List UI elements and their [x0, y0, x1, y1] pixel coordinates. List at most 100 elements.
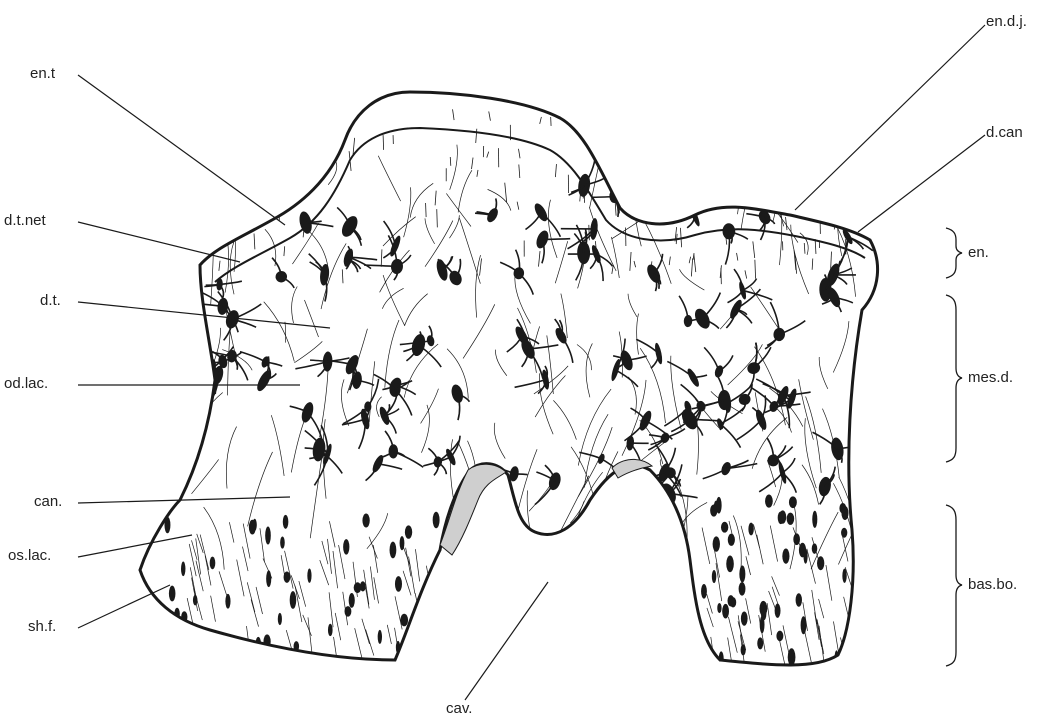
osteocyte-lacuna [716, 497, 722, 514]
enamel-tubule [688, 123, 690, 131]
dentine-tubule [475, 506, 497, 583]
leader-en-t [78, 75, 285, 225]
osteocyte-lacuna [728, 534, 735, 546]
dentine-tubule [836, 178, 857, 221]
enamel-tubule [219, 119, 221, 131]
brace-mes-d [946, 295, 962, 462]
enamel-tubule [311, 153, 312, 166]
osteocyte-lacuna [701, 584, 707, 599]
osteocyte-lacuna [290, 591, 297, 609]
brace-bas-bo [946, 505, 962, 666]
enamel-tubule [268, 95, 269, 110]
osteocyte-lacuna [433, 512, 440, 528]
label-d-t-net: d.t.net [4, 213, 46, 228]
osteocyte-lacuna [161, 635, 169, 648]
dentine-tubule [620, 513, 641, 534]
osteocyte-lacuna [787, 513, 795, 525]
cell-process [194, 357, 210, 370]
osteocyte-lacuna [210, 557, 216, 570]
enamel-tubule [810, 105, 811, 116]
osteocyte-lacuna [307, 568, 311, 582]
zone-label-en: en. [968, 245, 989, 260]
osteocyte-lacuna [265, 527, 271, 545]
enamel-tubule [790, 116, 792, 126]
osteocyte-lacuna [278, 613, 282, 625]
enamel-tubule [298, 132, 299, 144]
enamel-tubule [782, 124, 783, 142]
label-can: can. [34, 494, 62, 509]
osteocyte-lacuna [349, 593, 355, 608]
osteocyte-lacuna [782, 549, 789, 564]
osteocyte-lacuna [266, 570, 271, 587]
osteocyte-lacuna [776, 631, 783, 642]
osteocyte-lacuna [249, 520, 256, 535]
osteocyte-lacuna [778, 511, 784, 524]
enamel-tubule [450, 157, 451, 166]
osteocyte-lacuna [360, 581, 366, 591]
osteocyte-lacuna [225, 594, 230, 609]
enamel-tubule [649, 172, 650, 179]
osteocyte-lacuna [424, 601, 429, 615]
osteocyte-lacuna [757, 637, 763, 649]
enamel-tubule [246, 137, 248, 146]
enamel-tubule [287, 150, 289, 168]
osteocyte-lacuna [730, 597, 736, 607]
enamel-tubule [755, 171, 756, 189]
osteocyte-lacuna [788, 648, 796, 666]
enamel-tubule [302, 104, 303, 110]
dentine-tubule [610, 153, 618, 186]
osteocyte-lacuna [775, 604, 781, 618]
dentine-tubule [734, 140, 750, 184]
enamel-tubule [751, 139, 752, 150]
enamel-tubule [750, 179, 751, 196]
enamel-tubule [742, 126, 743, 133]
enamel-tubule [784, 103, 785, 120]
enamel-tubule [809, 177, 810, 195]
osteocyte-lacuna [439, 557, 443, 571]
label-d-t: d.t. [40, 293, 61, 308]
osteocyte-lacuna [378, 630, 382, 644]
enamel-tubule [711, 193, 712, 209]
enamel-tubule [426, 203, 427, 217]
label-cav: cav. [446, 701, 472, 716]
enamel-tubule [544, 101, 546, 109]
osteocyte-lacuna [405, 525, 412, 538]
osteocyte-lacuna [719, 651, 724, 667]
osteocyte-lacuna [741, 611, 748, 625]
label-od-lac: od.lac. [4, 376, 48, 391]
osteocyte-lacuna [839, 503, 846, 514]
enamel-tubule [590, 124, 592, 133]
sharpey-fibre [700, 636, 704, 657]
enamel-tubule [701, 183, 702, 199]
enamel-tubule [669, 168, 670, 185]
brace-en [946, 228, 962, 278]
osteocyte-lacuna [439, 629, 446, 645]
zone-label-bas-bo: bas.bo. [968, 577, 1017, 592]
osteocyte-lacuna [726, 556, 734, 573]
leader-d-t-net [78, 222, 240, 262]
label-d-can: d.can [986, 125, 1023, 140]
dentine-tubule [606, 495, 629, 568]
enamel-tubule [669, 146, 670, 162]
leader-sh-f [78, 585, 170, 628]
osteocyte-lacuna [424, 599, 428, 609]
osteocyte-lacuna [164, 517, 170, 534]
osteocyte-lacuna [328, 624, 333, 636]
osteocyte-lacuna [169, 586, 176, 602]
osteocyte-lacuna [280, 536, 285, 548]
enamel-tubule [383, 135, 384, 150]
sharpey-fibre [438, 580, 447, 608]
enamel-tubule [297, 183, 299, 189]
osteocyte-lacuna [362, 514, 369, 528]
enamel-tubule [331, 109, 332, 119]
osteocyte-lacuna [841, 528, 847, 538]
osteocyte-lacuna [834, 650, 838, 666]
cell-process [542, 239, 570, 240]
osteocyte-lacuna [721, 522, 728, 533]
sharpey-fibre [426, 613, 435, 633]
osteocyte-lacuna [812, 511, 817, 528]
cell-process [592, 197, 613, 198]
enamel-tubule [714, 145, 715, 151]
